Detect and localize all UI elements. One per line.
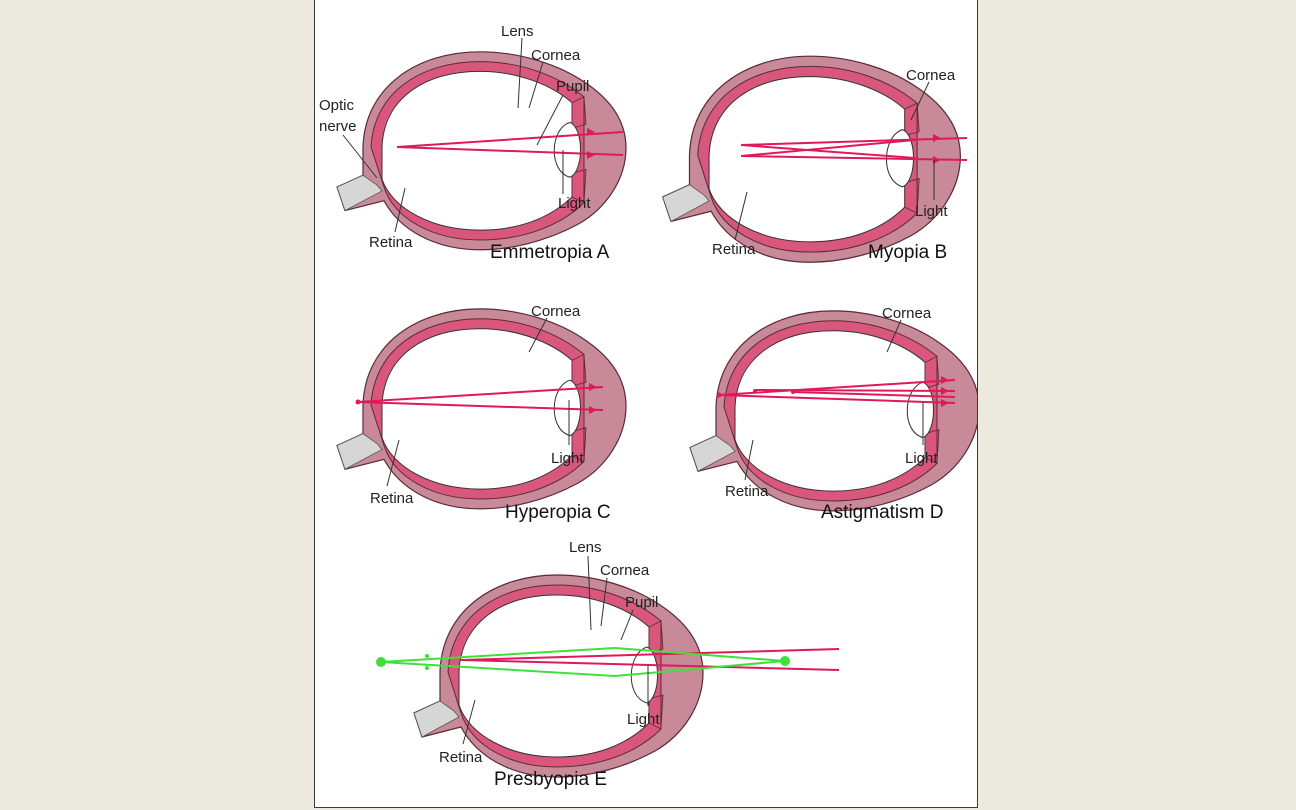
label-light-e: Light	[627, 711, 660, 728]
label-cornea-c: Cornea	[531, 303, 581, 320]
label-pupil-e: Pupil	[625, 594, 658, 611]
eye-astigmatism	[689, 310, 977, 512]
label-nerve-a: nerve	[319, 118, 357, 135]
eye-presbyopia	[376, 555, 840, 778]
eye-emmetropia	[336, 37, 627, 251]
label-cornea-d: Cornea	[882, 305, 932, 322]
label-light-a: Light	[558, 195, 591, 212]
label-retina-b: Retina	[712, 241, 756, 258]
label-cornea-e: Cornea	[600, 562, 650, 579]
label-cornea-b: Cornea	[906, 67, 956, 84]
label-lens-e: Lens	[569, 539, 602, 556]
label-pupil-a: Pupil	[556, 78, 589, 95]
eye-hyperopia	[336, 308, 627, 510]
label-retina-e: Retina	[439, 749, 483, 766]
label-light-b: Light	[915, 203, 948, 220]
label-retina-c: Retina	[370, 490, 414, 507]
label-cornea-a: Cornea	[531, 47, 581, 64]
diagram-panel: Lens Cornea Pupil Optic nerve Light Reti…	[314, 0, 978, 808]
eye-refraction-diagram: Lens Cornea Pupil Optic nerve Light Reti…	[319, 23, 977, 790]
caption-astigmatism: Astigmatism D	[821, 502, 943, 523]
caption-hyperopia: Hyperopia C	[505, 502, 611, 523]
caption-myopia: Myopia B	[868, 242, 947, 263]
label-lens-a: Lens	[501, 23, 534, 40]
label-retina-d: Retina	[725, 483, 769, 500]
label-light-c: Light	[551, 450, 584, 467]
label-retina-a: Retina	[369, 234, 413, 251]
caption-presbyopia: Presbyopia E	[494, 769, 607, 790]
label-optic-a: Optic	[319, 97, 355, 114]
caption-emmetropia: Emmetropia A	[490, 242, 610, 263]
label-light-d: Light	[905, 450, 938, 467]
eye-myopia	[662, 55, 968, 263]
